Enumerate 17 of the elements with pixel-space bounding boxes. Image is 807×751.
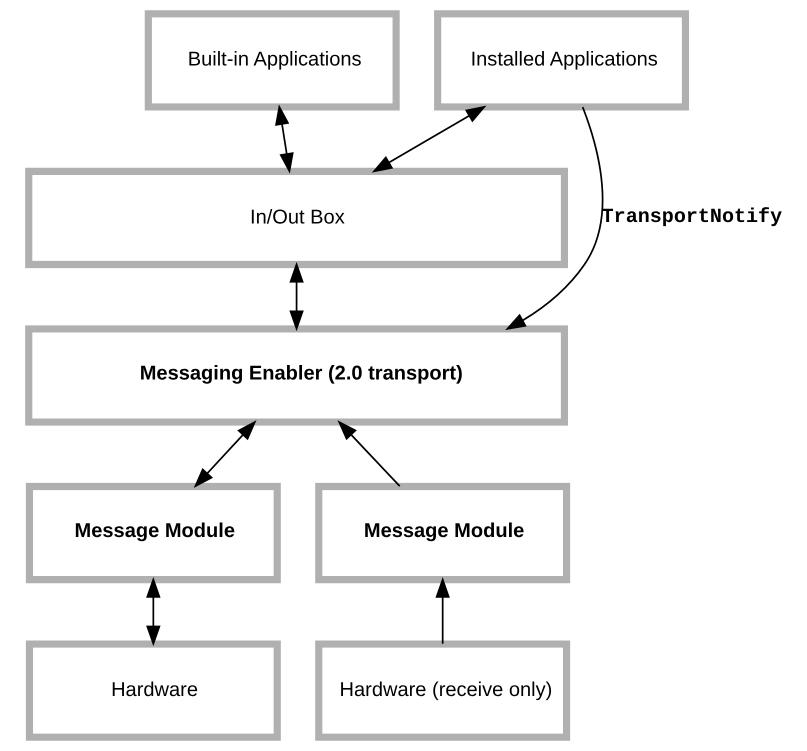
arrow <box>434 577 450 644</box>
arrow <box>274 104 294 174</box>
arrow <box>336 420 400 487</box>
node-box: Messaging Enabler (2.0 transport) <box>24 325 568 426</box>
node-box: Hardware (receive only) <box>314 640 570 741</box>
arrow <box>371 106 486 173</box>
node-box: Installed Applications <box>434 10 689 111</box>
node-box: Message Module <box>314 482 570 584</box>
node-box: In/Out Box <box>24 168 568 268</box>
arrow <box>288 262 304 332</box>
node-box: Message Module <box>25 482 280 584</box>
node-box: Built-in Applications <box>144 10 400 111</box>
edge-label: TransportNotify <box>601 206 782 229</box>
arrow <box>193 420 256 488</box>
arrow <box>504 106 603 330</box>
node-box: Hardware <box>25 640 280 741</box>
arrow <box>146 577 160 646</box>
